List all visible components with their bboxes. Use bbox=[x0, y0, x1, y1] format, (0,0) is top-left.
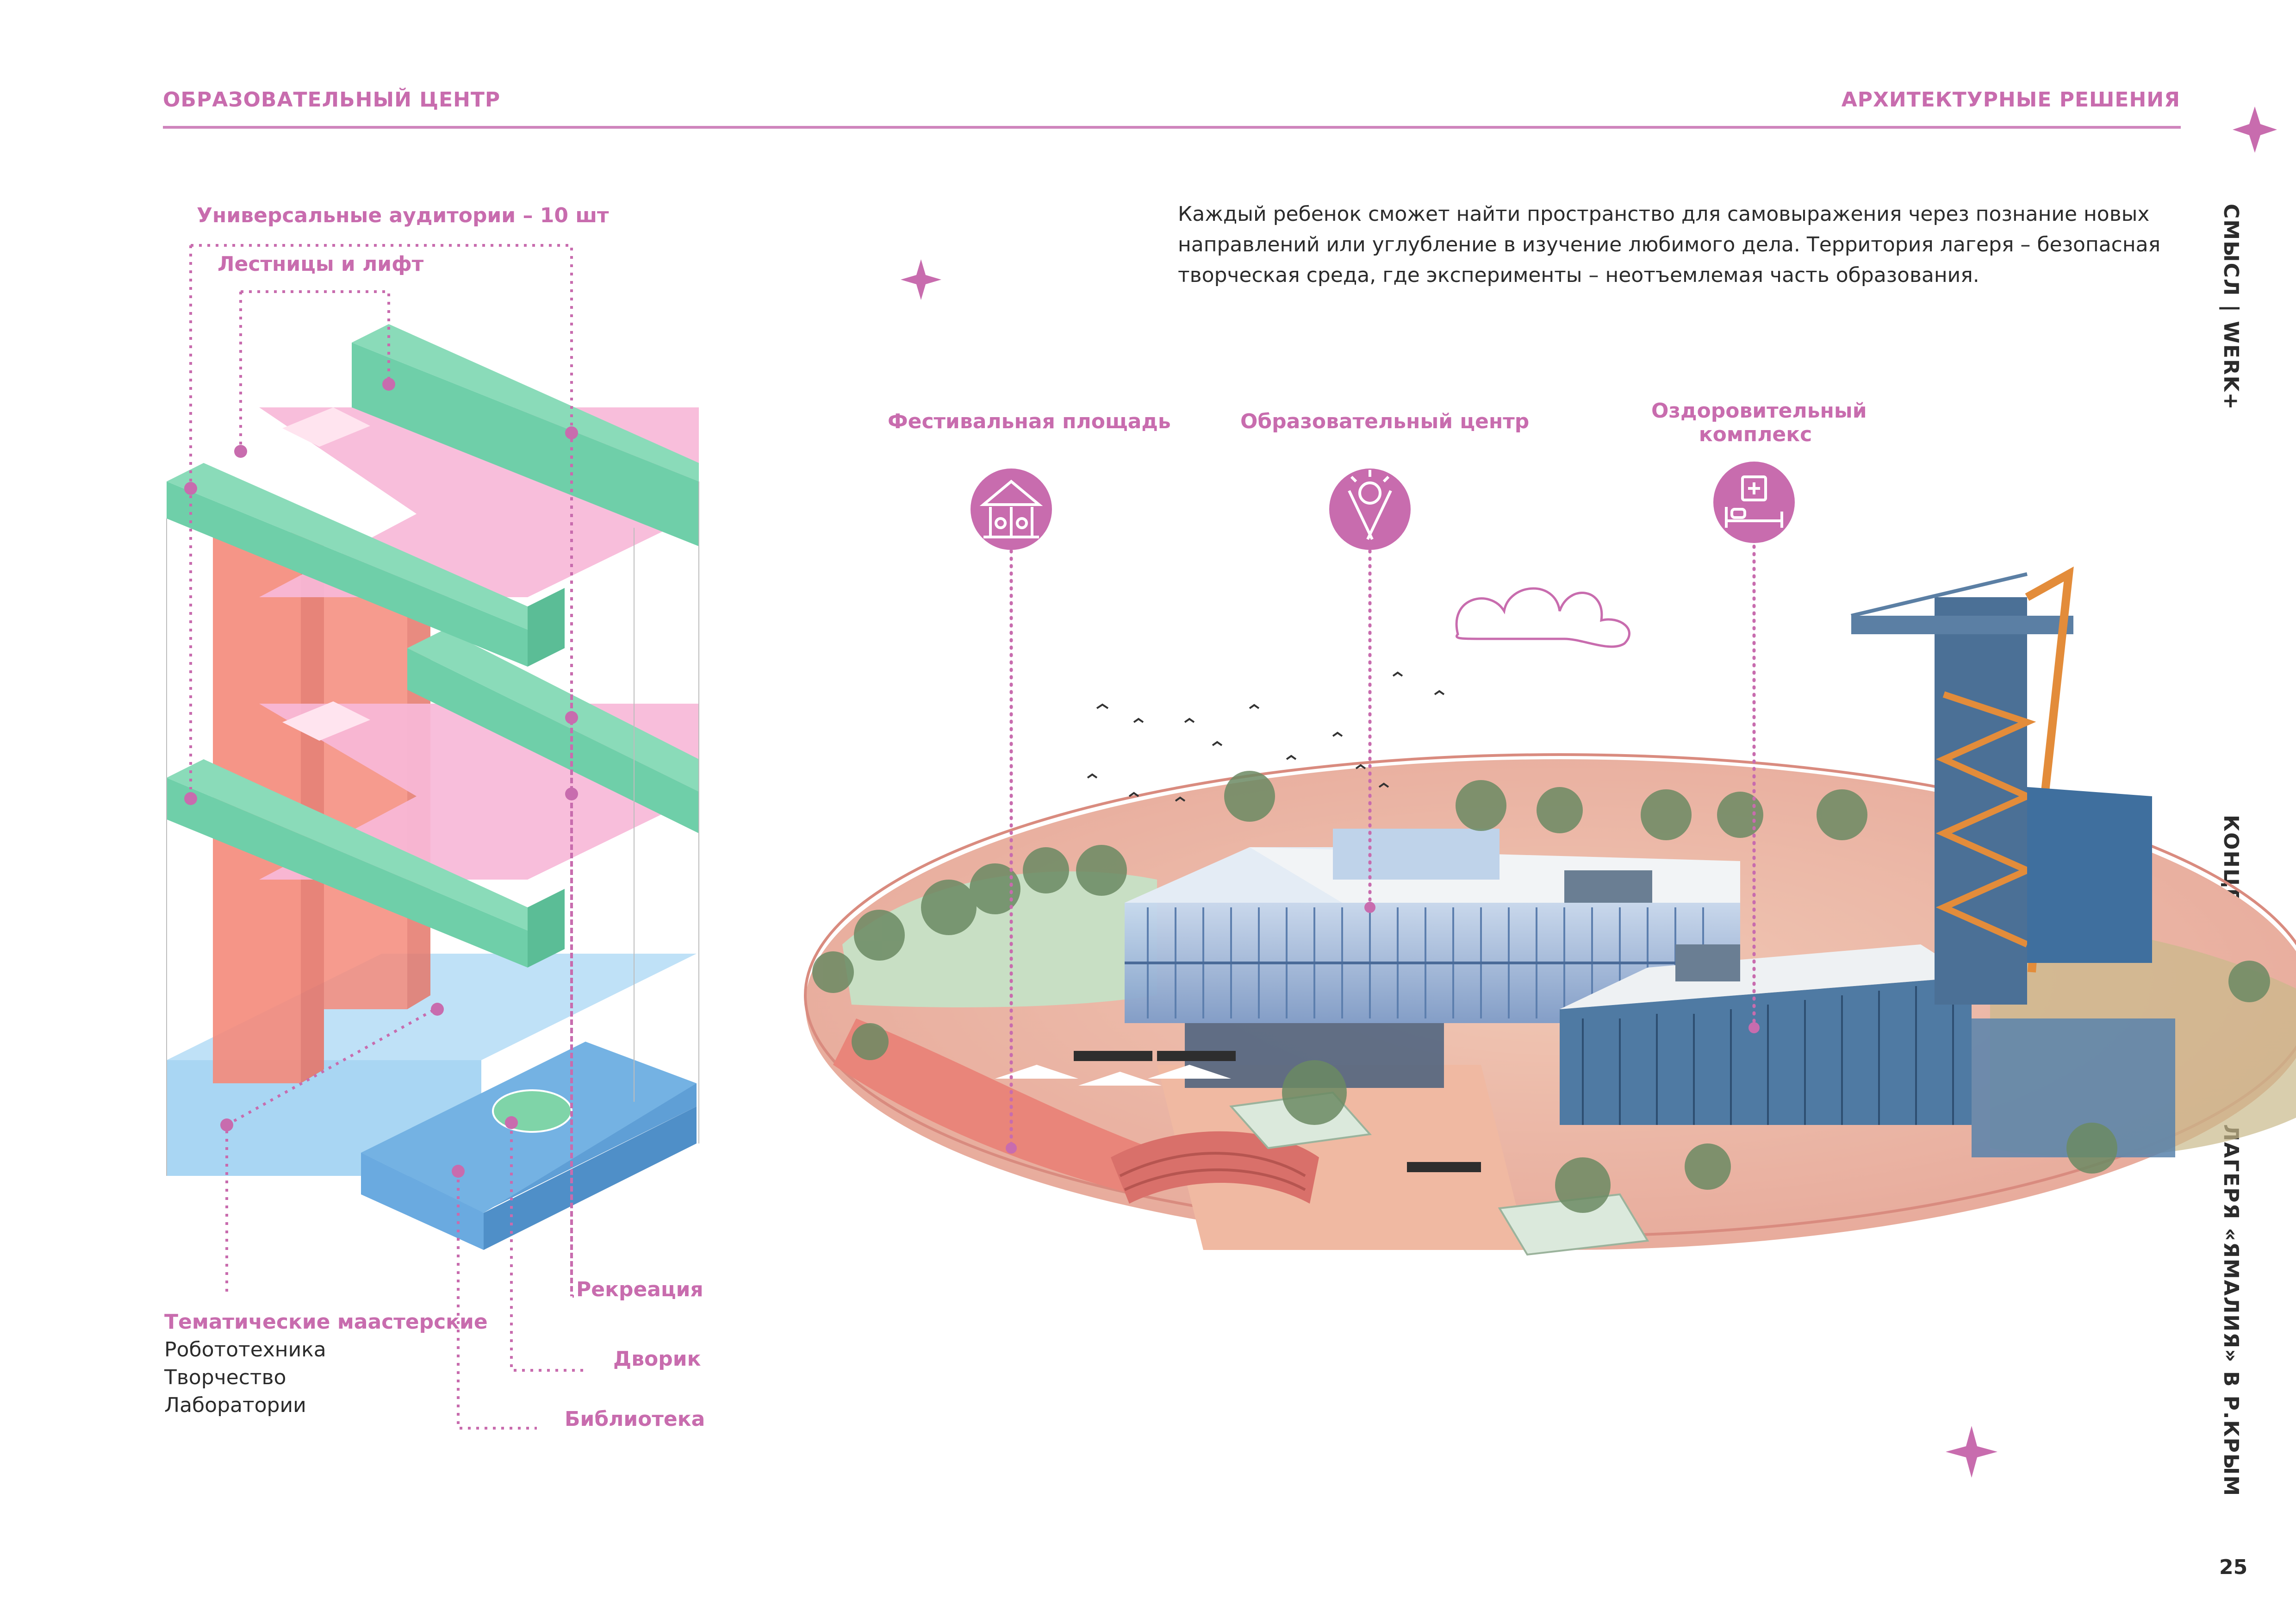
zone-label-education: Образовательный центр bbox=[1240, 410, 1530, 433]
section-title: ОБРАЗОВАТЕЛЬНЫЙ ЦЕНТР bbox=[163, 88, 501, 112]
health-complex-annex bbox=[1560, 944, 2175, 1157]
stairs-label: Лестницы и лифт bbox=[218, 252, 424, 276]
library-label: Библиотека bbox=[565, 1407, 705, 1431]
sparkle-icon-bottom bbox=[1946, 1426, 1997, 1478]
green-bar-upper-back bbox=[352, 343, 699, 546]
stair-core-rear bbox=[324, 583, 407, 1009]
auditoriums-label: Универсальные аудитории – 10 шт bbox=[197, 204, 609, 227]
intro-paragraph: Каждый ребенок сможет найти пространство… bbox=[1178, 202, 2161, 287]
workshop-item-labs: Лаборатории bbox=[164, 1393, 306, 1417]
chapter-title: АРХИТЕКТУРНЫЕ РЕШЕНИЯ bbox=[1841, 88, 2180, 112]
brand-label: СМЫСЛ | WERK+ bbox=[2219, 204, 2243, 411]
workshops-title: Тематические маастерские bbox=[164, 1310, 488, 1334]
green-bar-lower-front bbox=[167, 778, 528, 968]
header-divider bbox=[163, 126, 2181, 129]
workshop-item-creativity: Творчество bbox=[164, 1366, 286, 1389]
zone-label-health-line1: Оздоровительный bbox=[1651, 399, 1867, 423]
green-bar-lower-back bbox=[407, 648, 699, 833]
creativity-icon bbox=[1329, 468, 1411, 550]
education-center-building bbox=[1125, 829, 1740, 1088]
green-bar-upper-front bbox=[167, 481, 528, 667]
medical-bed-icon bbox=[1713, 462, 1795, 543]
cloud-icon bbox=[1455, 587, 1630, 648]
sparkle-icon-top-right bbox=[2233, 106, 2277, 153]
sparkle-icon-center bbox=[901, 259, 941, 300]
observation-tower bbox=[1851, 566, 2152, 1005]
masterplan-illustration bbox=[804, 566, 2296, 1256]
zone-label-health-line2: комплекс bbox=[1699, 423, 1812, 446]
recreation-label: Рекреация bbox=[576, 1278, 703, 1301]
page-number: 25 bbox=[2219, 1555, 2248, 1579]
zone-label-health: Оздоровительный комплекс bbox=[1651, 399, 1867, 446]
workshop-item-robotics: Робототехника bbox=[164, 1338, 326, 1362]
axonometric-diagram bbox=[166, 244, 699, 1430]
zone-pointers bbox=[971, 462, 1795, 1154]
courtyard-green bbox=[492, 1089, 572, 1133]
courtyard-label: Дворик bbox=[613, 1347, 701, 1371]
zone-label-festival: Фестивальная площадь bbox=[888, 410, 1171, 433]
